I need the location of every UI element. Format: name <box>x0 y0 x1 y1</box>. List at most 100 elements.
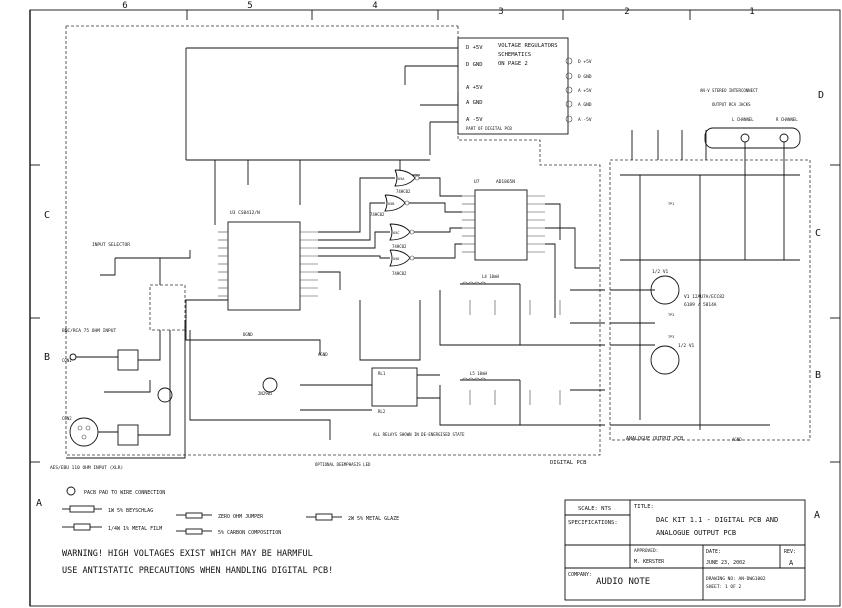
con2-label: CON2 <box>62 416 72 421</box>
reg-out-d5v: D +5V <box>578 59 592 65</box>
row-c-right: C <box>815 228 821 239</box>
bnc-connector-icon <box>69 353 77 361</box>
column-1: 1 <box>749 7 754 17</box>
grid-rows: D C C B B A A <box>30 90 840 521</box>
fuse-icon <box>157 387 173 403</box>
reg-title-2: SCHEMATICS <box>498 52 531 58</box>
led-note: OPTIONAL DEEMPHASIS LED <box>315 462 371 467</box>
sheet-number: SHEET: 1 OF 2 <box>706 584 742 590</box>
scale-label: SCALE: NTS <box>578 506 611 512</box>
bnc-input-label: BNC/RCA 75 OHM INPUT <box>62 328 116 334</box>
legend-pad: PACB PAD TO WIRE CONNECTION <box>84 490 165 496</box>
gate-label-3: 74HC02 <box>392 244 407 249</box>
xlr-input-label: AES/EBU 110 OHM INPUT (XLR) <box>50 465 123 471</box>
reg-footer: PART OF DIGITAL PCB <box>466 126 512 131</box>
gate-label-2: 74HC02 <box>370 212 385 217</box>
tube-type-2: 6189 / 5814A <box>684 302 717 308</box>
transformer-t1 <box>117 349 139 371</box>
ic-u3-label: U3 CS8412/N <box>230 210 260 216</box>
gate-u5c: U5C <box>393 231 399 235</box>
rev-value: A <box>789 559 794 567</box>
title-block: SCALE: NTS SPECIFICATIONS: TITLE: DAC KI… <box>564 499 806 601</box>
title-line-1: DAC KIT 1.1 - DIGITAL PCB AND <box>656 516 778 524</box>
tube-v1-bottom-icon <box>650 345 680 375</box>
input-relay-outline <box>149 284 186 331</box>
tp3-label: TP3 <box>668 335 674 339</box>
voltage-regulator-block: D +5V D GND A +5V A GND A -5V VOLTAGE RE… <box>457 37 592 135</box>
reg-in-agnd: A GND <box>466 100 483 106</box>
relay-rl1-label: RL1 <box>378 371 386 376</box>
l-channel-label: L CHANNEL <box>732 117 754 122</box>
relay-note: ALL RELAYS SHOWN IN DE-ENERGISED STATE <box>373 432 465 437</box>
output-jack-housing <box>704 127 801 149</box>
relay-section: RL1 RL2 ALL RELAYS SHOWN IN DE-ENERGISED… <box>185 274 605 467</box>
reg-out-dgnd: D GND <box>578 74 592 80</box>
legend-r3: ZERO OHM JUMPER <box>218 514 264 520</box>
analogue-pcb-label: ANALOGUE OUTPUT PCB <box>626 436 683 442</box>
gate-u5d: U5D <box>393 257 399 261</box>
row-a-left: A <box>36 498 42 509</box>
gate-u5b: U5B <box>388 202 394 206</box>
title-label: TITLE: <box>634 504 654 510</box>
approved-value: M. KERSTER <box>634 559 665 565</box>
interconnect-label: AN-V STEREO INTERCONNECT <box>700 88 758 93</box>
column-4: 4 <box>372 1 377 11</box>
dgnd-label: DGND <box>243 332 253 337</box>
rev-label: REV: <box>784 549 796 555</box>
input-section: INPUT SELECTOR BNC/RCA 75 OHM INPUT AES/… <box>50 242 228 471</box>
date-value: JUNE 23, 2002 <box>706 560 745 566</box>
pad-icon <box>66 486 76 496</box>
reg-title-3: ON PAGE 2 <box>498 61 528 67</box>
reg-in-am5v: A -5V <box>466 117 483 123</box>
drawing-number: DRAWING NO: AN-DWG1002 <box>706 576 766 582</box>
transistor-icon <box>262 377 278 393</box>
legend-r4: 5% CARBON COMPOSITION <box>218 530 281 536</box>
digital-pcb-outline <box>65 25 601 456</box>
ic-ad-label: AD1865N <box>496 179 515 185</box>
warning-voltage: WARNING! HIGH VOLTAGES EXIST WHICH MAY B… <box>62 549 313 559</box>
relay-rl2-label: RL2 <box>378 409 386 414</box>
row-a-right: A <box>814 510 820 521</box>
legend-r2: 1/4W 1% METAL FILM <box>108 526 162 532</box>
warning-antistatic: USE ANTISTATIC PRECAUTIONS WHEN HANDLING… <box>62 566 333 576</box>
inductor-l4-label: L4 10mH <box>482 274 499 279</box>
supply-wiring <box>185 47 459 225</box>
transformer-t2 <box>117 424 139 446</box>
agnd-label: AGND <box>318 352 328 357</box>
grid-columns: 6 5 4 3 2 1 <box>122 1 755 20</box>
tp1-label: TP1 <box>668 202 674 206</box>
title-line-2: ANALOGUE OUTPUT PCB <box>656 529 736 537</box>
con1-label: CON1 <box>62 358 72 363</box>
company-value: AUDIO NOTE <box>596 577 650 587</box>
component-legend: PACB PAD TO WIRE CONNECTION 1W 5% BEYSCH… <box>62 486 399 536</box>
column-6: 6 <box>122 1 127 11</box>
ic-u3: U3 CS8412/N <box>218 210 318 311</box>
row-d-right: D <box>818 90 824 101</box>
reg-title-1: VOLTAGE REGULATORS <box>498 43 558 49</box>
tube-bottom-label: 1/2 V1 <box>678 343 695 349</box>
r-channel-label: R CHANNEL <box>776 117 798 122</box>
tube-v1-top-icon <box>650 275 680 305</box>
xlr-connector-icon <box>69 417 99 447</box>
inductor-l5-label: L5 10mH <box>470 371 487 376</box>
column-5: 5 <box>247 1 252 11</box>
analogue-pcb-outline <box>609 159 811 441</box>
reg-in-a5v: A +5V <box>466 85 483 91</box>
gate-label-1: 74HC02 <box>396 189 411 194</box>
reg-out-am5v: A -5V <box>578 117 592 123</box>
company-label: COMPANY: <box>568 572 592 578</box>
legend-r5: 2W 5% METAL GLAZE <box>348 516 399 522</box>
legend-r1: 1W 5% BEYSCHLAG <box>108 508 153 514</box>
specifications-label: SPECIFICATIONS: <box>568 520 618 526</box>
column-2: 2 <box>624 7 629 17</box>
logic-gates: U5A U5B U5C U5D 74HC02 74HC02 74HC02 74H… <box>318 169 600 318</box>
reg-out-agnd: A GND <box>578 102 592 108</box>
tp2-label: TP2 <box>668 313 674 317</box>
digital-pcb-label: DIGITAL PCB <box>550 460 587 466</box>
analogue-agnd-label: AGND <box>732 437 742 442</box>
row-c-left: C <box>44 210 50 221</box>
gate-label-4: 74HC02 <box>392 271 407 276</box>
row-b-left: B <box>44 352 50 363</box>
date-label: DATE: <box>706 549 721 555</box>
